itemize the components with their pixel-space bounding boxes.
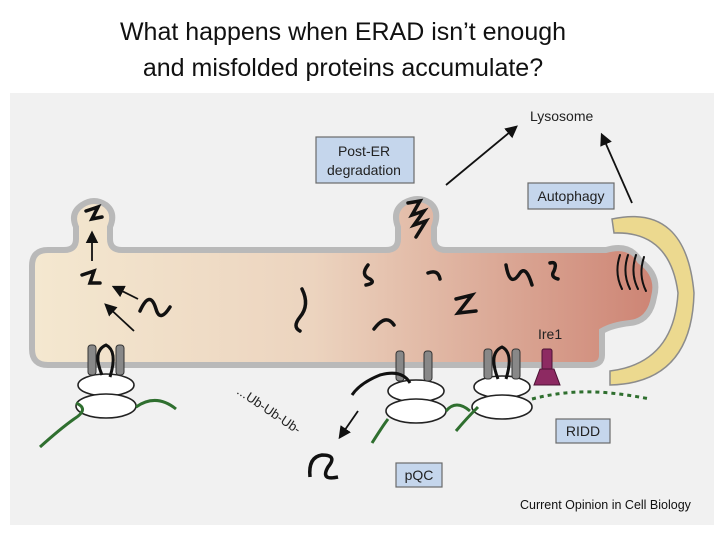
- er-membrane: [29, 196, 659, 368]
- post-er-label-line-2: degradation: [327, 162, 401, 178]
- translocon-right: [471, 345, 533, 420]
- post-er-label-line-1: Post-ER: [338, 143, 390, 159]
- slide-title-line-2: and misfolded proteins accumulate?: [142, 54, 544, 82]
- lysosome-label: Lysosome: [530, 108, 594, 124]
- erad-diagram: Post-ER degradation Lysosome Autophagy I…: [10, 93, 714, 525]
- degraded-protein: [308, 453, 339, 480]
- pqc-label: pQC: [405, 467, 434, 483]
- translocon-left: [75, 343, 137, 419]
- misfolded-proteins: [80, 198, 647, 333]
- ubiquitin-chain-label: ...Ub-Ub-Ub-: [234, 383, 303, 437]
- slide-title-line-1: What happens when ERAD isn’t enough: [119, 18, 567, 46]
- autophagosome: [609, 215, 695, 386]
- figure-credit: Current Opinion in Cell Biology: [520, 498, 691, 512]
- pqc-box: [395, 462, 443, 488]
- ridd-label: RIDD: [566, 423, 600, 439]
- autophagy-box: [527, 182, 615, 210]
- ire1-label: Ire1: [538, 326, 562, 342]
- translocon-middle: [350, 350, 447, 424]
- ridd-box: [555, 418, 611, 444]
- ire1-sensor: [533, 348, 561, 386]
- autophagy-label: Autophagy: [538, 188, 605, 204]
- mrna-strands: [38, 390, 651, 449]
- post-er-degradation-box: [315, 136, 415, 184]
- pathway-arrows: [85, 125, 633, 440]
